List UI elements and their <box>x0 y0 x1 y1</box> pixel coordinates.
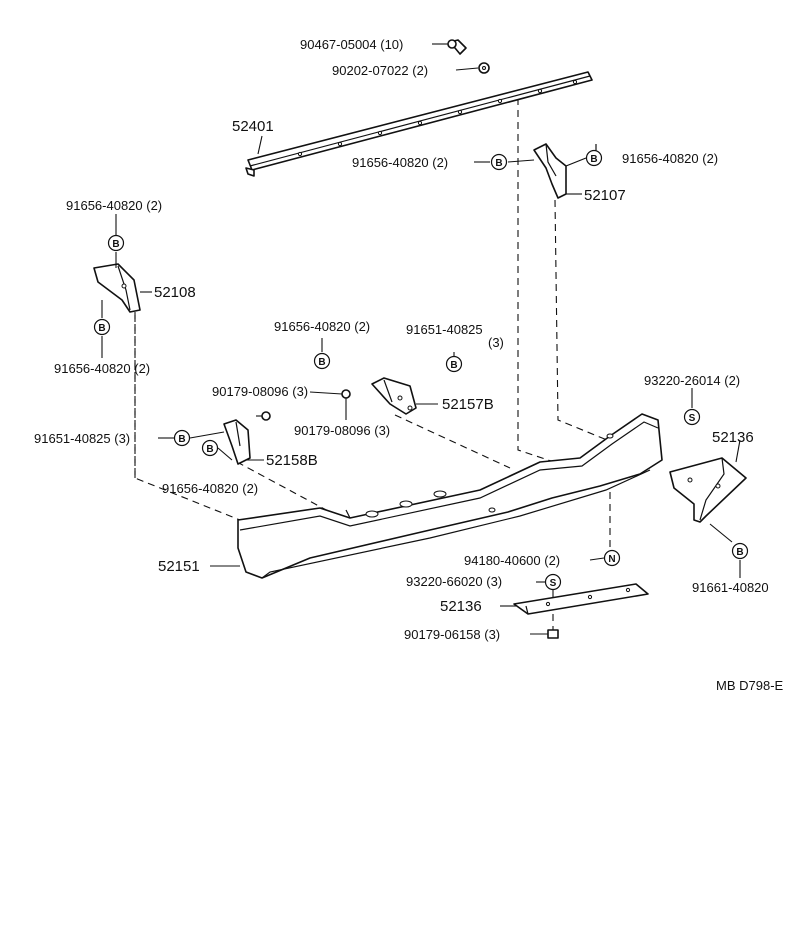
support-52136-right <box>669 457 747 523</box>
svg-text:B: B <box>590 154 597 165</box>
label-screw-93220-a: 93220-26014 (2) <box>644 373 740 388</box>
code-n-94180: N <box>603 549 621 567</box>
label-bolt-91651-b: 91651-40825 (3) <box>34 431 130 446</box>
code-b-91656-e: B <box>313 352 331 370</box>
code-s-93220-a: S <box>683 408 701 426</box>
code-s-93220-b: S <box>544 573 562 591</box>
code-b-91656-f: B <box>201 439 219 457</box>
svg-text:N: N <box>608 554 615 565</box>
code-b-91651-b: B <box>173 429 191 447</box>
label-bolt-91656-d: 91656-40820 (2) <box>54 361 150 376</box>
bracket-52107 <box>533 143 567 199</box>
label-bolt-90467: 90467-05004 (10) <box>300 37 403 52</box>
label-bolt-91651-a: 91651-40825 <box>406 322 483 337</box>
code-b-91651-a: B <box>445 355 463 373</box>
label-bumper-52151: 52151 <box>158 558 200 575</box>
label-support-52136-bottom: 52136 <box>440 598 482 615</box>
label-bolt-91661: 91661-40820 <box>692 580 769 595</box>
label-rail-52401: 52401 <box>232 118 274 135</box>
alignment-lines <box>134 98 613 632</box>
rail-52401 <box>245 71 593 177</box>
label-bolt-91656-a: 91656-40820 (2) <box>352 155 448 170</box>
label-screw-93220-b: 93220-66020 (3) <box>406 574 502 589</box>
svg-text:B: B <box>736 547 743 558</box>
label-bracket-52108: 52108 <box>154 284 196 301</box>
label-bolt-91656-e: 91656-40820 (2) <box>274 319 370 334</box>
code-b-91656-a: B <box>490 153 508 171</box>
label-bracket-52157b: 52157B <box>442 396 494 413</box>
code-b-91661: B <box>731 542 749 560</box>
label-clip-90179-a: 90179-08096 (3) <box>212 384 308 399</box>
svg-text:S: S <box>550 578 557 589</box>
svg-text:B: B <box>178 434 185 445</box>
code-b-91656-b: B <box>585 149 603 167</box>
svg-text:B: B <box>495 158 502 169</box>
code-b-91656-c: B <box>107 234 125 252</box>
label-bolt-91656-b: 91656-40820 (2) <box>622 151 718 166</box>
part-labels: 90467-05004 (10) 90202-07022 (2) 52401 9… <box>34 37 784 693</box>
code-circles: B B B B B B B B <box>93 149 749 591</box>
label-support-52136-right: 52136 <box>712 429 754 446</box>
bracket-52158b <box>223 419 251 465</box>
label-nut-94180: 94180-40600 (2) <box>464 553 560 568</box>
svg-text:S: S <box>689 413 696 424</box>
svg-text:B: B <box>450 360 457 371</box>
label-bolt-91656-f: 91656-40820 (2) <box>162 481 258 496</box>
code-b-91656-d: B <box>93 318 111 336</box>
label-bolt-91651-a-qty: (3) <box>488 335 504 350</box>
hardware <box>261 39 559 639</box>
svg-text:B: B <box>318 357 325 368</box>
support-52136-bottom <box>513 583 649 615</box>
leader-lines <box>101 43 741 635</box>
label-clip-90179-b: 90179-08096 (3) <box>294 423 390 438</box>
bracket-52108 <box>93 263 141 313</box>
label-bracket-52158b: 52158B <box>266 452 318 469</box>
label-bracket-52107: 52107 <box>584 187 626 204</box>
label-bolt-91656-c: 91656-40820 (2) <box>66 198 162 213</box>
svg-text:B: B <box>98 323 105 334</box>
svg-text:B: B <box>112 239 119 250</box>
svg-text:B: B <box>206 444 213 455</box>
bracket-52157b <box>371 377 417 415</box>
label-clip-90179-c: 90179-06158 (3) <box>404 627 500 642</box>
diagram-id: MB D798-E <box>716 678 784 693</box>
bumper-52151 <box>237 413 663 579</box>
label-washer-90202: 90202-07022 (2) <box>332 63 428 78</box>
